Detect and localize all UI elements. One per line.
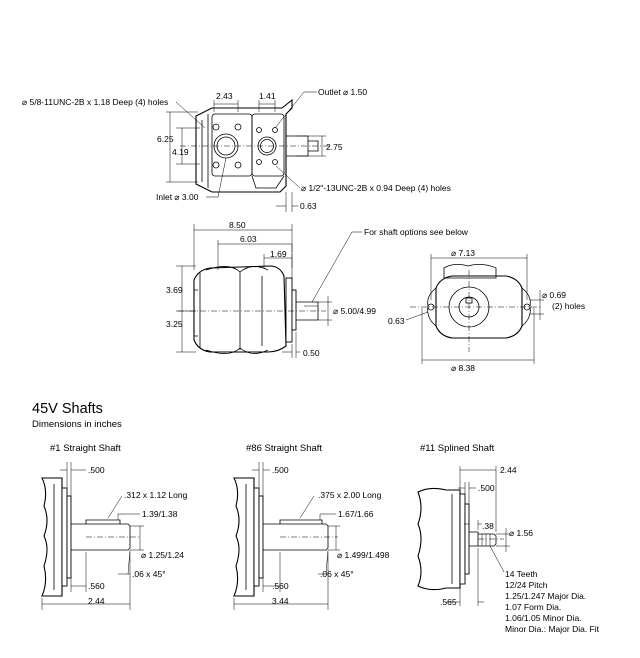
shaft-1-d139: 1.39/1.38 [142, 509, 178, 519]
shaft-11-spline-0: 14 Teeth [505, 569, 538, 579]
shaft-11-spline-3: 1.07 Form Dia. [505, 602, 561, 612]
shaft-86-d500: .500 [272, 465, 289, 475]
shaft-11-spline-2: 1.25/1.247 Major Dia. [505, 591, 586, 601]
shaft-1-chamfer: .06 x 45° [132, 569, 166, 579]
dim-0-63-top: 0.63 [300, 201, 317, 211]
shaft-86-len: 3.44 [272, 596, 289, 606]
dim-4-19: 4.19 [172, 147, 189, 157]
shaft-11-d244: 2.44 [500, 465, 517, 475]
dim-1-41: 1.41 [259, 91, 276, 101]
dim-1-69: 1.69 [270, 249, 287, 259]
top-holes-note: ⌀ 5/8-11UNC-2B x 1.18 Deep (4) holes [22, 97, 168, 107]
end-holes-label: (2) holes [552, 301, 585, 311]
shaft-86-drawing: #86 Straight Shaft .500 .375 x 2.00 Long… [233, 443, 390, 610]
dim-0-69: ⌀ 0.69 [542, 290, 566, 300]
dim-2-43: 2.43 [216, 91, 233, 101]
outlet-label: Outlet ⌀ 1.50 [318, 87, 367, 97]
shaft-11-d38: .38 [482, 521, 494, 531]
dim-0-63-end: 0.63 [388, 316, 405, 326]
shaft-11-dia: ⌀ 1.56 [509, 528, 533, 538]
shaft-diameter: ⌀ 5.00/4.99 [333, 306, 376, 316]
dim-8-50: 8.50 [229, 220, 246, 230]
dim-6-25: 6.25 [157, 134, 174, 144]
shaft-1-len: 2.44 [88, 596, 105, 606]
shaft-86-d560: .560 [272, 581, 289, 591]
shaft-1-d560: .560 [88, 581, 105, 591]
dim-6-03: 6.03 [240, 234, 257, 244]
shaft-86-chamfer: .06 x 45° [320, 569, 354, 579]
shaft-1-title: #1 Straight Shaft [50, 443, 121, 454]
shaft-11-spline-5: Minor Dia.: Major Dia. Fit [505, 624, 600, 634]
shaft-11-drawing: #11 Splined Shaft 2.44 .500 .38 ⌀ 1.56 1… [417, 443, 600, 634]
shaft-1-drawing: #1 Straight Shaft .500 .312 x 1.12 Long … [41, 443, 188, 610]
side-view: 8.50 6.03 1.69 3.69 3.25 ⌀ 5.00/4.99 0.5… [166, 220, 469, 358]
shaft-86-title: #86 Straight Shaft [246, 443, 322, 454]
end-view: ⌀ 7.13 ⌀ 0.69 (2) holes 0.63 ⌀ 8.38 [388, 248, 585, 373]
shaft-1-dia: ⌀ 1.25/1.24 [141, 550, 184, 560]
shaft-11-spline-4: 1.06/1.05 Minor Dia. [505, 613, 582, 623]
section-title: 45V Shafts [32, 401, 103, 417]
inlet-label: Inlet ⌀ 3.00 [156, 192, 199, 202]
bottom-holes-note: ⌀ 1/2"-13UNC-2B x 0.94 Deep (4) holes [301, 183, 451, 193]
section-subtitle: Dimensions in inches [32, 419, 122, 430]
shaft-1-key: .312 x 1.12 Long [124, 490, 188, 500]
shaft-11-d565: .565 [440, 597, 457, 607]
shaft-86-key: .375 x 2.00 Long [318, 490, 382, 500]
dim-8-38: ⌀ 8.38 [451, 363, 475, 373]
top-view: 2.43 1.41 Outlet ⌀ 1.50 ⌀ 5/8-11UNC-2B x… [22, 87, 451, 212]
shaft-options-note: For shaft options see below [364, 227, 469, 237]
side-view-body-outline [193, 265, 287, 353]
dim-7-13: ⌀ 7.13 [451, 248, 475, 258]
shaft-11-d500: .500 [478, 483, 495, 493]
shaft-86-d167: 1.67/1.66 [338, 509, 374, 519]
shaft-11-spline-1: 12/24 Pitch [505, 580, 548, 590]
dim-0-50: 0.50 [303, 348, 320, 358]
dim-2-75: 2.75 [326, 142, 343, 152]
shaft-11-title: #11 Splined Shaft [420, 443, 495, 454]
dim-3-69: 3.69 [166, 285, 183, 295]
shaft-86-dia: ⌀ 1.499/1.498 [337, 550, 390, 560]
shaft-1-d500: .500 [88, 465, 105, 475]
dim-3-25: 3.25 [166, 319, 183, 329]
